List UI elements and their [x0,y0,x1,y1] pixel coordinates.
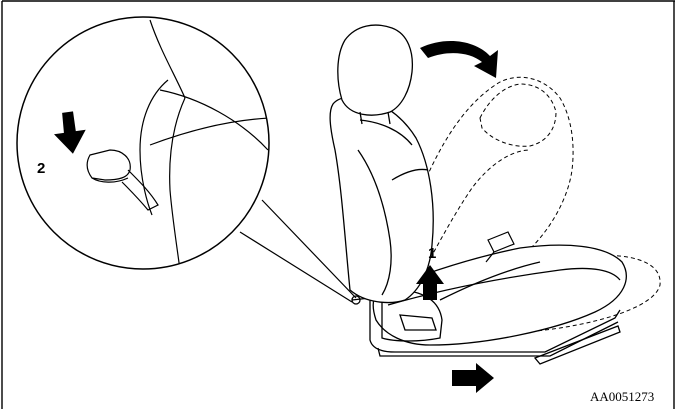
magnified-detail [17,17,270,270]
step-2-label: 2 [37,160,45,177]
magnifier-leader-lines [240,200,356,302]
arrow-recline-icon [420,41,498,78]
headrest [338,25,413,124]
figure-code: AA0051273 [590,389,654,404]
seatback [330,97,433,303]
arrow-slide-icon [452,363,494,393]
step-1-label: 1 [428,245,436,262]
